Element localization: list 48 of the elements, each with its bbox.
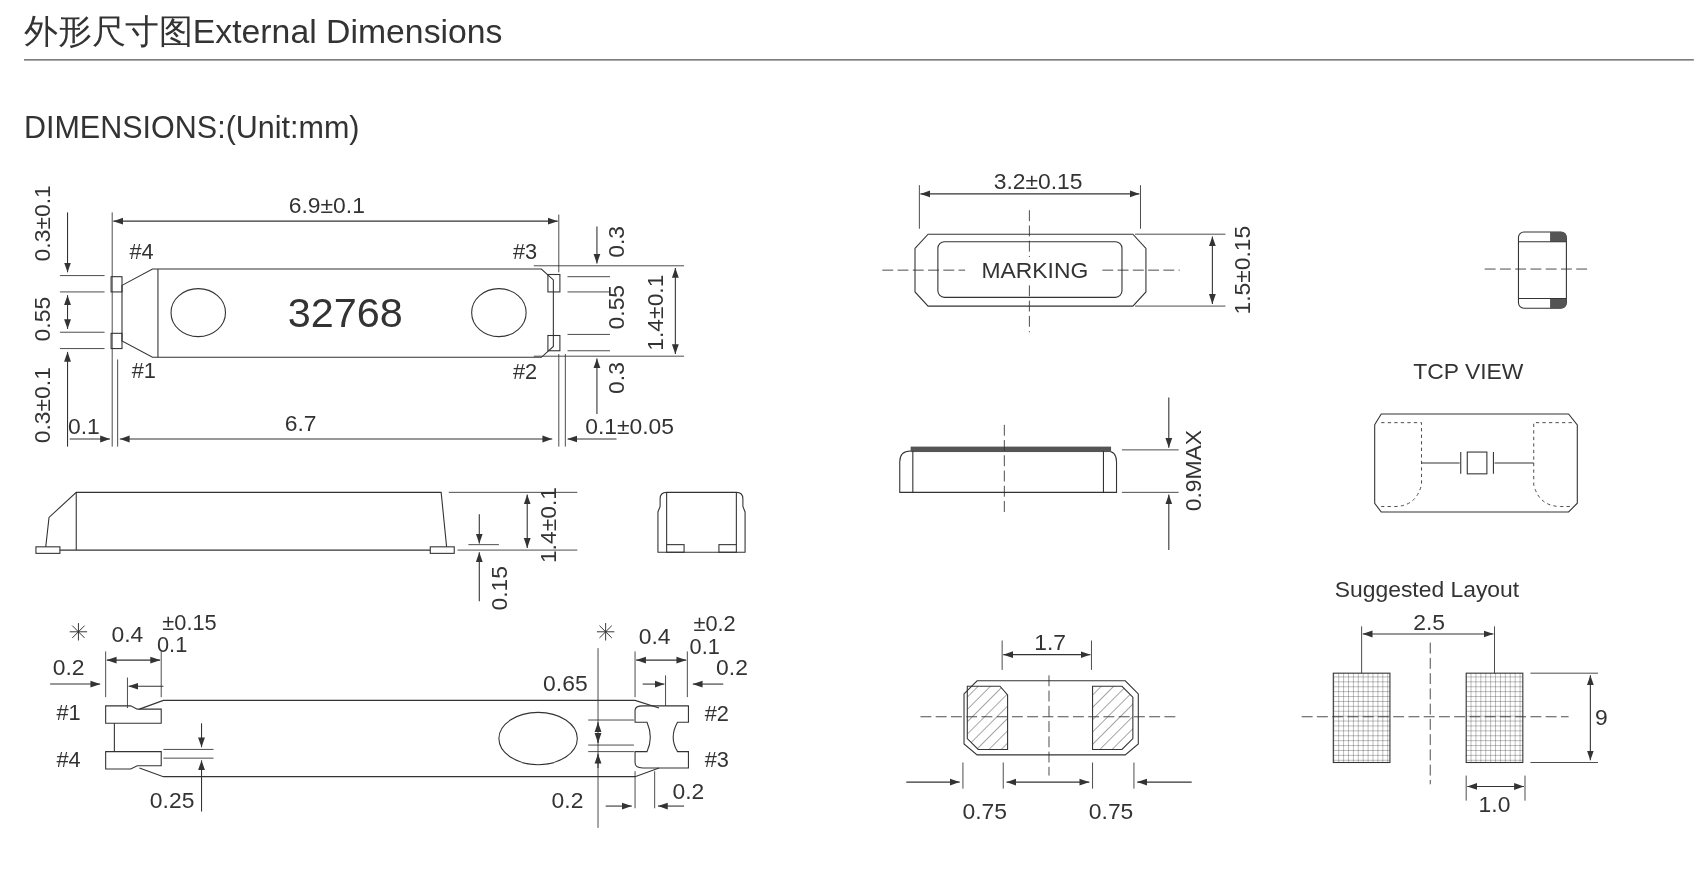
pin-label: #1 (131, 359, 156, 382)
pin-label: #3 (704, 748, 729, 771)
dimension-label: 1.4±0.1 (643, 274, 667, 351)
title: 外形尺寸图External Dimensions (23, 14, 503, 49)
dimension-label: 0.1±0.05 (585, 414, 675, 438)
dimension-label: 0.3 (604, 225, 627, 258)
dimension-label: 0.2 (551, 788, 584, 811)
pin-label: #2 (512, 360, 538, 383)
dimension-label: 6.9±0.1 (288, 193, 365, 217)
dimension-label: 0.2 (672, 779, 705, 803)
tolerance-label: 0.1 (156, 633, 188, 656)
dimension-label: 1.0 (1478, 792, 1511, 816)
pin-label: #2 (704, 702, 729, 725)
dimension-label: 0.3±0.1 (29, 185, 53, 262)
dimension-label: 0.55 (29, 296, 53, 342)
part-marking: MARKING (981, 258, 1089, 282)
dimension-label: 0.15 (487, 565, 511, 611)
dimension-label: 0.25 (149, 788, 195, 811)
tolerance-label: ±0.2 (693, 612, 736, 634)
dimension-label: 1.4±0.1 (536, 486, 560, 564)
dimension-label: 0.55 (604, 284, 627, 330)
dimension-label: 1.5±0.15 (1230, 225, 1254, 315)
dimension-label: 1.7 (1034, 630, 1066, 654)
pin-label: #4 (56, 748, 81, 771)
pin-label: #1 (56, 701, 81, 724)
view-label: Suggested Layout (1334, 577, 1520, 601)
dimension-label: 3.2±0.15 (993, 169, 1083, 193)
part-marking: 32768 (287, 291, 403, 334)
view-label: TCP VIEW (1413, 358, 1524, 382)
dimension-label: 0.75 (962, 799, 1007, 822)
dimension-label: 0.2 (716, 655, 748, 679)
dimension-label: 0.3 (604, 362, 627, 394)
pin-label: #3 (512, 240, 538, 263)
dimension-label: 0.2 (52, 655, 85, 679)
dimension-label: 9 (1594, 705, 1608, 729)
tolerance-label: 0.1 (689, 635, 720, 657)
dimension-label: 0.9MAX (1181, 429, 1205, 512)
dimension-label: 0.4 (638, 624, 671, 648)
pin-label: #4 (129, 240, 154, 263)
dimension-label: 6.7 (284, 411, 317, 435)
unit-note: DIMENSIONS:(Unit:mm) (23, 113, 360, 144)
dimension-label: 0.1 (67, 414, 100, 438)
dimension-label: 0.75 (1088, 799, 1134, 822)
dimension-label: 0.3±0.1 (29, 367, 53, 444)
dimension-label: 0.65 (543, 671, 588, 695)
dimension-label: 0.4 (111, 622, 144, 646)
dimension-label: 2.5 (1413, 610, 1446, 634)
tolerance-label: ±0.15 (162, 611, 217, 633)
